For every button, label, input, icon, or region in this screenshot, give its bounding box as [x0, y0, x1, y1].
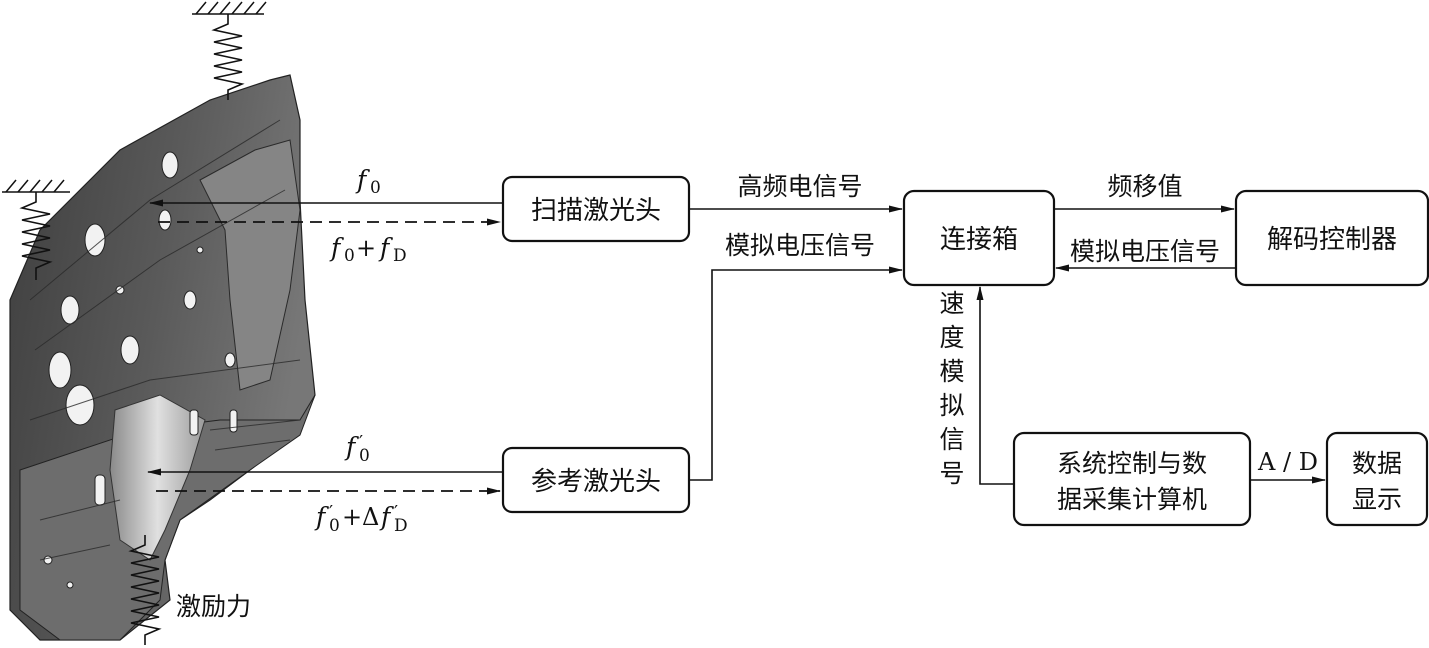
computer-block: 系统控制与数 据采集计算机	[1012, 431, 1252, 527]
label-f0-prime: f ′ 0	[344, 432, 370, 466]
display-label-line2: 显示	[1352, 485, 1402, 514]
svg-text:D: D	[394, 516, 408, 536]
car-panel-illustration	[9, 74, 316, 641]
label-f0-prime-plus-delta-fD-prime: f ′ 0 + Δ f ′ D	[314, 502, 408, 536]
svg-text:模拟电压信号: 模拟电压信号	[725, 231, 875, 260]
edge-freq-shift: 频移值	[1054, 172, 1235, 213]
svg-text:+: +	[342, 503, 362, 531]
decoder-label: 解码控制器	[1267, 225, 1397, 255]
svg-text:f: f	[329, 233, 344, 262]
svg-text:+: +	[356, 234, 376, 262]
svg-text:A / D: A / D	[1257, 448, 1318, 476]
edge-analog-voltage-decoder: 模拟电压信号	[1055, 237, 1236, 272]
top-spring-mount	[192, 1, 267, 100]
svg-text:f: f	[379, 502, 394, 531]
ref-laser-block: 参考激光头	[501, 446, 691, 514]
svg-text:′: ′	[329, 502, 333, 523]
scan-laser-label: 扫描激光头	[531, 196, 661, 226]
ref-laser-label: 参考激光头	[531, 467, 661, 497]
svg-text:f: f	[344, 432, 359, 461]
edge-velocity-analog: 速 度 模 拟 信 号	[939, 286, 1014, 488]
svg-text:f: f	[378, 233, 393, 262]
svg-text:度: 度	[939, 323, 964, 352]
svg-text:信: 信	[939, 425, 964, 454]
svg-text:模: 模	[939, 357, 964, 386]
svg-text:模拟电压信号: 模拟电压信号	[1070, 237, 1220, 266]
svg-text:号: 号	[939, 459, 964, 488]
svg-text:0: 0	[370, 178, 381, 198]
svg-text:D: D	[393, 246, 407, 266]
label-f0: f 0	[355, 165, 381, 198]
svg-text:′: ′	[394, 502, 398, 523]
label-f0-plus-fD: f 0 + f D	[329, 233, 407, 266]
scan-beam-lines	[149, 199, 503, 226]
left-spring-mount	[2, 179, 70, 280]
junction-box-label: 连接箱	[940, 225, 1018, 255]
svg-text:高频电信号: 高频电信号	[737, 172, 862, 201]
computer-label-line1: 系统控制与数	[1057, 449, 1207, 478]
edge-analog-voltage-ref: 模拟电压信号	[689, 231, 903, 481]
svg-text:速: 速	[939, 289, 964, 318]
edge-hf-signal: 高频电信号	[689, 172, 903, 213]
svg-text:拟: 拟	[939, 391, 964, 420]
svg-text:′: ′	[359, 432, 363, 453]
display-label-line1: 数据	[1352, 449, 1402, 478]
svg-text:0: 0	[329, 516, 340, 536]
decoder-block: 解码控制器	[1234, 189, 1429, 287]
computer-label-line2: 据采集计算机	[1057, 485, 1207, 514]
svg-text:f: f	[355, 165, 370, 194]
scan-laser-block: 扫描激光头	[501, 175, 691, 243]
svg-text:f: f	[314, 502, 329, 531]
edge-ad: A / D	[1250, 448, 1326, 484]
excitation-label: 激励力	[176, 592, 251, 621]
svg-text:0: 0	[359, 446, 370, 466]
svg-text:0: 0	[344, 246, 355, 266]
ref-beam-lines	[147, 468, 503, 495]
junction-box-block: 连接箱	[902, 189, 1056, 287]
svg-text:Δ: Δ	[362, 503, 379, 531]
bottom-spring-excitation	[128, 535, 162, 645]
display-block: 数据 显示	[1325, 431, 1429, 527]
svg-text:频移值: 频移值	[1107, 172, 1182, 201]
